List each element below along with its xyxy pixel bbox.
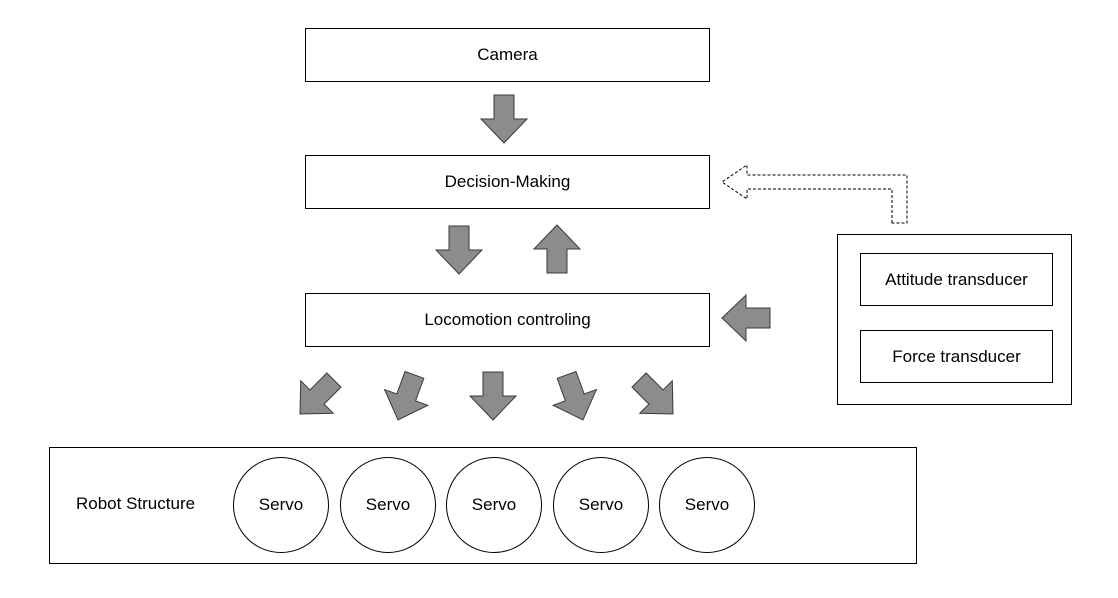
decision-making-node: Decision-Making bbox=[305, 155, 710, 209]
arrow-to-servo-1 bbox=[283, 363, 351, 431]
arrow-sensors-to-locomotion bbox=[721, 294, 771, 342]
servo-label: Servo bbox=[471, 495, 517, 514]
attitude-transducer-node: Attitude transducer bbox=[860, 253, 1053, 306]
decision-making-label: Decision-Making bbox=[444, 172, 571, 191]
servo-label: Servo bbox=[365, 495, 411, 514]
camera-label: Camera bbox=[477, 45, 538, 64]
servo-label: Servo bbox=[258, 495, 304, 514]
arrow-to-servo-2 bbox=[375, 366, 437, 429]
camera-node: Camera bbox=[305, 28, 710, 82]
locomotion-controling-node: Locomotion controling bbox=[305, 293, 710, 347]
arrow-to-servo-3 bbox=[469, 371, 517, 421]
arrow-locomotion-to-decision bbox=[533, 224, 581, 274]
force-transducer-node: Force transducer bbox=[860, 330, 1053, 383]
arrow-to-servo-5 bbox=[622, 363, 690, 431]
servo-label: Servo bbox=[684, 495, 730, 514]
servo-node: Servo bbox=[233, 457, 329, 553]
servo-node: Servo bbox=[553, 457, 649, 553]
servo-node: Servo bbox=[340, 457, 436, 553]
arrow-to-servo-4 bbox=[544, 366, 606, 429]
servo-label: Servo bbox=[578, 495, 624, 514]
arrow-camera-to-decision bbox=[480, 94, 528, 144]
servo-node: Servo bbox=[659, 457, 755, 553]
arrow-decision-to-locomotion bbox=[435, 225, 483, 275]
force-transducer-label: Force transducer bbox=[892, 346, 1021, 366]
attitude-transducer-label: Attitude transducer bbox=[885, 269, 1028, 289]
locomotion-controling-label: Locomotion controling bbox=[424, 310, 591, 329]
robot-structure-label: Robot Structure bbox=[76, 494, 196, 513]
servo-node: Servo bbox=[446, 457, 542, 553]
arrow-sensors-to-decision-dashed bbox=[721, 164, 908, 224]
